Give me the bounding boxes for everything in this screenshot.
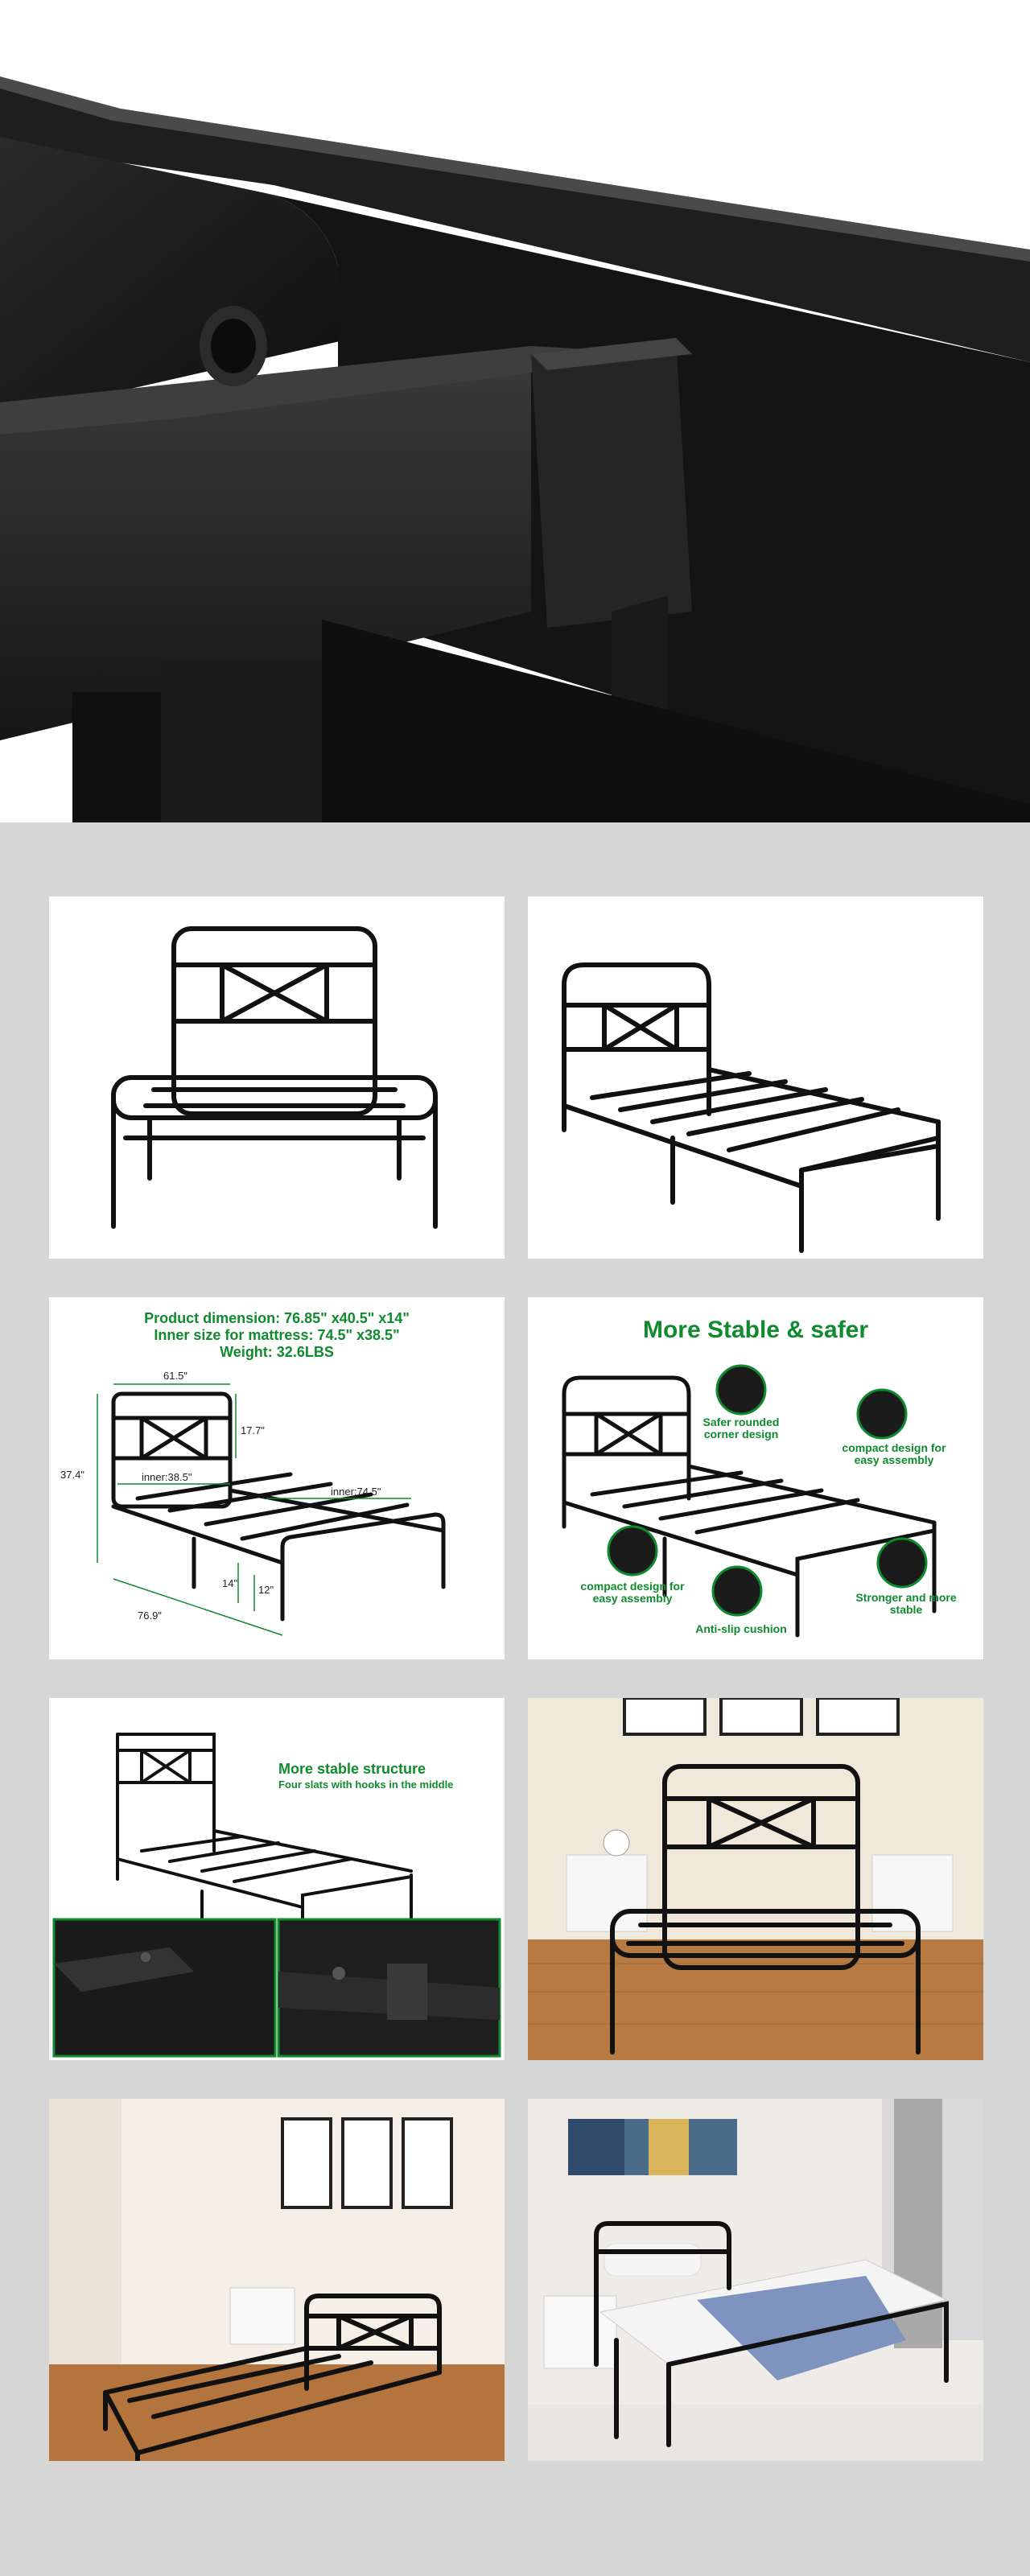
bedroom-scene-3-illustration <box>528 2099 983 2461</box>
weight-text: Weight: 32.6LBS <box>220 1344 334 1360</box>
dim-leg: 12" <box>258 1584 274 1596</box>
dim-width-top: 61.5" <box>163 1370 187 1382</box>
product-dimension-text: Product dimension: 76.85" x40.5" x14" <box>144 1310 410 1326</box>
stable-safer-illustration <box>562 1364 937 1638</box>
callout-compact-left: compact design for easy assembly <box>580 1580 685 1605</box>
dimension-text-block: Product dimension: 76.85" x40.5" x14" In… <box>49 1310 505 1361</box>
hero-closeup-image <box>0 0 1030 822</box>
bedroom-scene-1-card <box>528 1698 983 2060</box>
dim-inner-length: inner:74.5" <box>331 1486 381 1498</box>
callout-stronger: Stronger and more stable <box>855 1591 957 1616</box>
callout-rounded-corner: Safer rounded corner design <box>702 1416 780 1440</box>
stable-safer-title: More Stable & safer <box>642 1317 869 1343</box>
callout-anti-slip: Anti-slip cushion <box>695 1622 787 1635</box>
structure-title: More stable structure <box>278 1761 426 1777</box>
stable-safer-card: More Stable & safer Safer rounded corner… <box>528 1297 983 1659</box>
bed-perspective-illustration <box>562 962 941 1253</box>
bedroom-scene-2-card <box>49 2099 505 2461</box>
bed-front-view-card <box>49 896 505 1259</box>
callout-compact-right: compact design for easy assembly <box>842 1441 946 1466</box>
dim-inner-width: inner:38.5" <box>142 1471 192 1483</box>
bedroom-scene-3-card <box>528 2099 983 2461</box>
joint-closeup-illustration <box>0 0 1030 822</box>
structure-subtitle: Four slats with hooks in the middle <box>278 1778 454 1791</box>
dim-length: 76.9" <box>138 1609 162 1622</box>
structure-illustration <box>52 1733 501 2058</box>
bedroom-scene-2-illustration <box>49 2099 505 2461</box>
dimensions-card: Product dimension: 76.85" x40.5" x14" In… <box>49 1297 505 1659</box>
structure-card: More stable structure Four slats with ho… <box>49 1698 505 2060</box>
dimension-diagram: 61.5" 17.7" 37.4" inner:38.5" inner:74.5… <box>60 1370 446 1636</box>
bed-perspective-view-card <box>528 896 983 1259</box>
dim-total-height: 37.4" <box>60 1469 84 1481</box>
inner-size-text: Inner size for mattress: 74.5" x38.5" <box>154 1327 400 1343</box>
bedroom-scene-1-illustration <box>528 1698 983 2060</box>
dim-clearance: 14" <box>222 1577 237 1589</box>
dim-head-height: 17.7" <box>241 1424 265 1436</box>
bed-front-view-illustration <box>111 926 438 1229</box>
